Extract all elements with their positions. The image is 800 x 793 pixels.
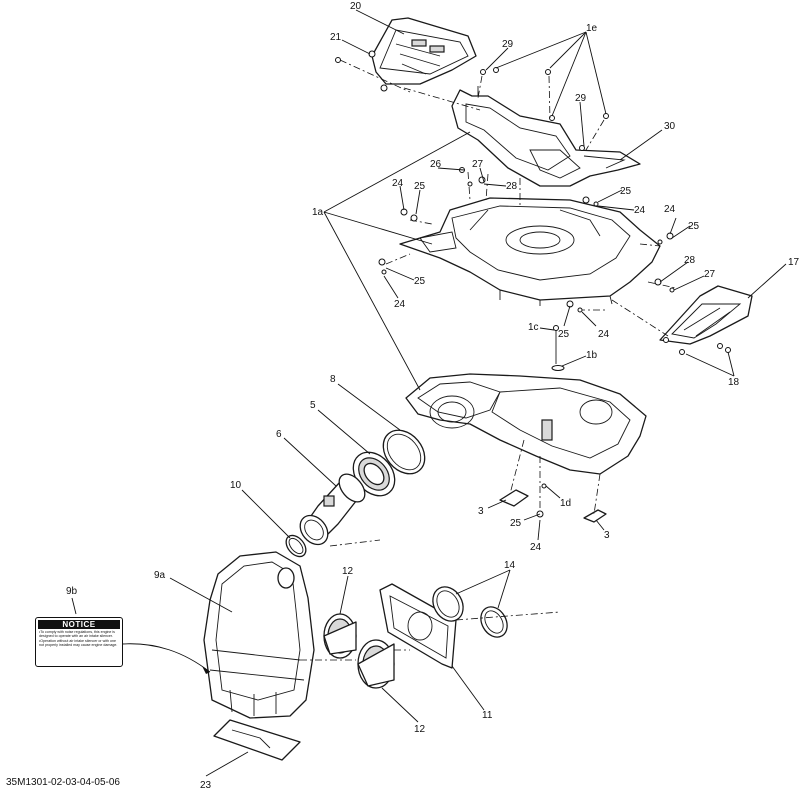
callout-11: 11 (482, 710, 493, 721)
part-20-bracket[interactable] (371, 17, 477, 92)
part-8-clamp[interactable] (375, 422, 433, 482)
callout-26: 26 (430, 159, 442, 170)
callout-25: 25 (620, 186, 632, 197)
callout-23: 23 (200, 780, 212, 791)
part-14-clamp-upper[interactable] (427, 581, 469, 626)
callout-1d: 1d (560, 498, 571, 509)
callout-29: 29 (575, 93, 587, 104)
callout-27: 27 (704, 269, 716, 280)
part-5-seal[interactable] (345, 444, 403, 504)
callout-14: 14 (504, 560, 516, 571)
callout-24: 24 (530, 542, 542, 553)
notice-label: NOTICE •To comply with noise regulations… (35, 617, 123, 667)
part-6-intake-tube[interactable] (295, 469, 370, 550)
part-12-coupler-lower[interactable] (357, 639, 395, 689)
callout-24: 24 (598, 329, 610, 340)
callout-18: 18 (728, 377, 740, 388)
part-17-bracket[interactable] (659, 285, 753, 349)
part-3-foot-right (583, 509, 607, 523)
leader-lines (71, 9, 787, 777)
part-3-foot-left (499, 489, 529, 507)
callout-25: 25 (510, 518, 522, 529)
notice-line-2: •Operation without air intake silencer o… (39, 638, 118, 647)
callout-1e: 1e (586, 23, 598, 34)
callout-21: 21 (330, 32, 342, 43)
callout-12: 12 (414, 724, 426, 735)
reference-code: 35M1301-02-03-04-05-06 (6, 777, 120, 788)
part-23-mat[interactable] (213, 719, 301, 761)
callout-25: 25 (688, 221, 700, 232)
callout-29: 29 (502, 39, 514, 50)
callout-9a: 9a (154, 570, 166, 581)
part-12-coupler-upper[interactable] (323, 613, 357, 659)
notice-text: •To comply with noise regulations, this … (36, 629, 122, 648)
callout-labels: 20 21 29 1e 29 30 26 27 28 24 25 25 24 2… (66, 1, 800, 791)
callout-28: 28 (684, 255, 696, 266)
callout-3: 3 (604, 530, 610, 541)
part-1a-airbox-lower[interactable] (405, 373, 647, 475)
callout-12: 12 (342, 566, 354, 577)
notice-line-1: •To comply with noise regulations, this … (39, 630, 115, 639)
callout-24: 24 (634, 205, 646, 216)
part-1e-top-cover[interactable] (451, 86, 641, 187)
part-14-clamp-lower[interactable] (476, 602, 513, 642)
callout-5: 5 (310, 400, 316, 411)
callout-1b: 1b (586, 350, 598, 361)
part-10-o-ring[interactable] (282, 532, 310, 561)
part-1a-housing-upper[interactable] (399, 197, 661, 306)
fasteners-misc (378, 167, 731, 355)
callout-20: 20 (350, 1, 362, 12)
callout-8: 8 (330, 374, 336, 385)
part-11-flange[interactable] (379, 583, 457, 669)
callout-25: 25 (414, 181, 426, 192)
callout-30: 30 (664, 121, 676, 132)
callout-10: 10 (230, 480, 242, 491)
callout-6: 6 (276, 429, 282, 440)
callout-25: 25 (558, 329, 570, 340)
fastener-24-lower (536, 483, 547, 518)
callout-27: 27 (472, 159, 484, 170)
callout-3: 3 (478, 506, 484, 517)
part-1c-pin (551, 325, 565, 371)
callout-1c: 1c (528, 322, 539, 333)
callout-28: 28 (506, 181, 518, 192)
notice-heading: NOTICE (38, 620, 120, 629)
part-9a-silencer[interactable] (203, 551, 315, 719)
callout-24: 24 (394, 299, 406, 310)
callout-24: 24 (392, 178, 404, 189)
callout-25: 25 (414, 276, 426, 287)
callout-24: 24 (664, 204, 676, 215)
callout-9b: 9b (66, 586, 78, 597)
callout-17: 17 (788, 257, 800, 268)
callout-1a: 1a (312, 207, 324, 218)
